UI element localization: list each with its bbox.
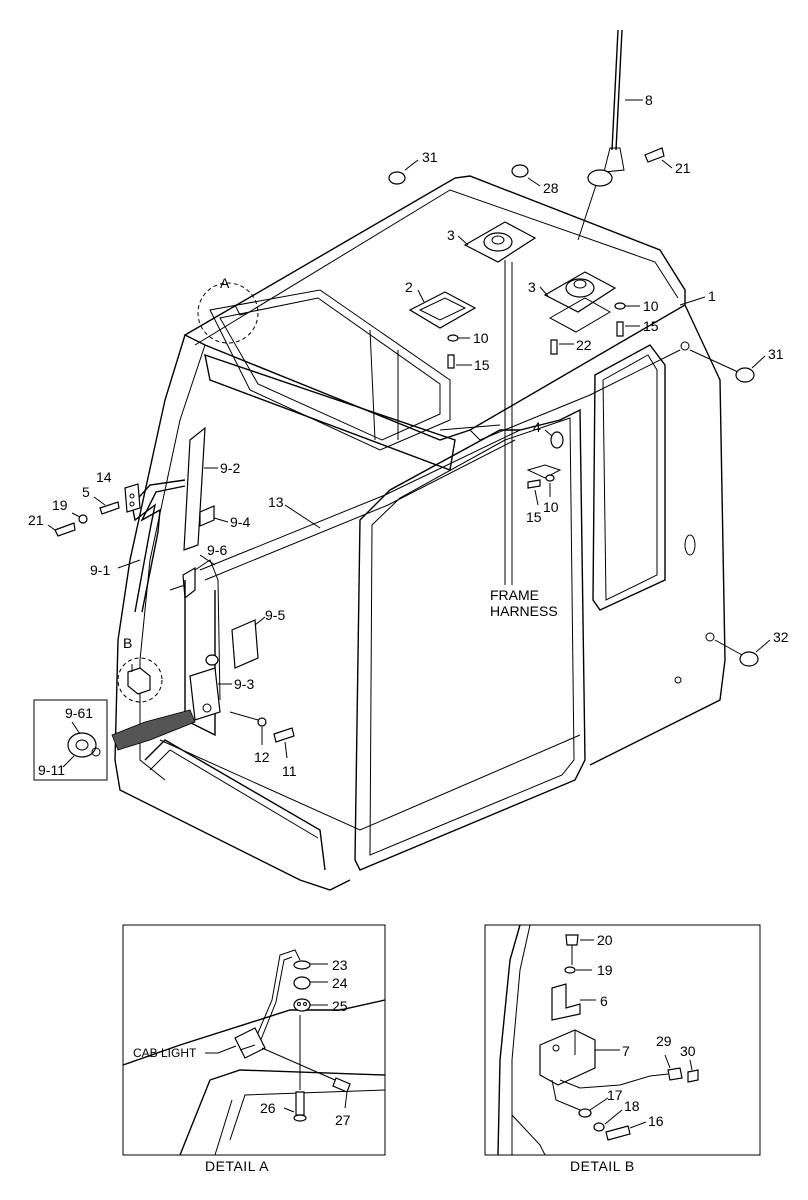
cab-light-label: CAB LIGHT	[133, 1046, 197, 1060]
callout-29: 29	[656, 1033, 672, 1049]
frame-harness-label-1: FRAME	[490, 587, 539, 603]
callout-5: 5	[82, 484, 90, 500]
callout-19: 19	[52, 497, 68, 513]
callout-21-top: 21	[675, 160, 691, 176]
frame-harness-label-2: HARNESS	[490, 603, 558, 619]
leader-13	[284, 504, 321, 529]
callout-9-61: 9-61	[65, 705, 93, 721]
callout-10-roof-right: 10	[643, 298, 659, 314]
callout-9-6: 9-6	[207, 542, 227, 558]
callout-16: 16	[648, 1113, 664, 1129]
callout-32: 32	[773, 629, 789, 645]
grommet-32	[705, 632, 771, 667]
detail-a-letter: A	[220, 275, 230, 291]
detail-a-box	[122, 924, 386, 1156]
callout-17: 17	[607, 1087, 623, 1103]
grommet-28	[511, 164, 541, 187]
callout-7: 7	[622, 1043, 630, 1059]
callout-12: 12	[254, 749, 270, 765]
mirror-assembly	[47, 426, 295, 759]
callout-11: 11	[282, 763, 297, 779]
callout-21-left: 21	[28, 512, 44, 528]
callout-8: 8	[645, 92, 653, 108]
callout-27: 27	[335, 1112, 351, 1128]
callout-3-left: 3	[447, 227, 455, 243]
projection-arrow	[111, 709, 196, 751]
frame-harness: FRAME HARNESS	[439, 260, 558, 619]
callout-19-detail: 19	[597, 962, 613, 978]
roof-fasteners	[447, 302, 640, 369]
detail-b-marker	[117, 657, 163, 703]
speaker-left	[457, 221, 537, 263]
callout-14: 14	[96, 469, 112, 485]
callout-10-roof-left: 10	[473, 330, 489, 346]
detail-a-caption: DETAIL A	[205, 1158, 269, 1174]
callout-31-right: 31	[768, 346, 784, 362]
grommet-31-right	[680, 341, 766, 383]
callout-26: 26	[260, 1100, 276, 1116]
bolt-21-top	[644, 147, 673, 169]
callout-9-2: 9-2	[220, 460, 240, 476]
callout-9-1: 9-1	[90, 562, 110, 578]
speaker-right	[539, 271, 617, 333]
detail-b-caption: DETAIL B	[570, 1158, 635, 1174]
callout-3-right: 3	[528, 279, 536, 295]
callout-15-roof-right: 15	[643, 318, 659, 334]
room-lamp	[408, 289, 477, 329]
callout-9-4: 9-4	[230, 514, 250, 530]
callout-22: 22	[576, 337, 592, 353]
callout-9-11: 9-11	[38, 762, 65, 778]
callout-10-side: 10	[543, 499, 559, 515]
callout-9-5: 9-5	[265, 607, 285, 623]
detail-a-marker	[197, 282, 259, 344]
grommet-31-top	[388, 159, 419, 185]
callout-15-roof-left: 15	[474, 357, 490, 373]
callout-31-top: 31	[422, 149, 438, 165]
antenna	[577, 29, 643, 241]
callout-6: 6	[600, 993, 608, 1009]
callout-4: 4	[533, 419, 541, 435]
leader-1	[679, 296, 706, 306]
callout-23: 23	[332, 957, 348, 973]
callout-13: 13	[268, 494, 284, 510]
callout-24: 24	[332, 975, 348, 991]
callout-28: 28	[543, 180, 559, 196]
detail-b-box	[484, 924, 761, 1156]
callout-30: 30	[680, 1043, 696, 1059]
cab-body	[114, 175, 726, 891]
detail-b-letter: B	[123, 635, 132, 651]
callout-9-3: 9-3	[234, 676, 254, 692]
callout-20: 20	[597, 932, 613, 948]
callout-18: 18	[624, 1098, 640, 1114]
leader-9-1	[117, 559, 141, 569]
clip-4	[526, 429, 564, 506]
callout-15-side: 15	[526, 509, 542, 525]
inset-detail-box	[33, 699, 108, 781]
callout-1: 1	[708, 288, 716, 304]
callout-25: 25	[332, 998, 348, 1014]
callout-2: 2	[405, 279, 413, 295]
